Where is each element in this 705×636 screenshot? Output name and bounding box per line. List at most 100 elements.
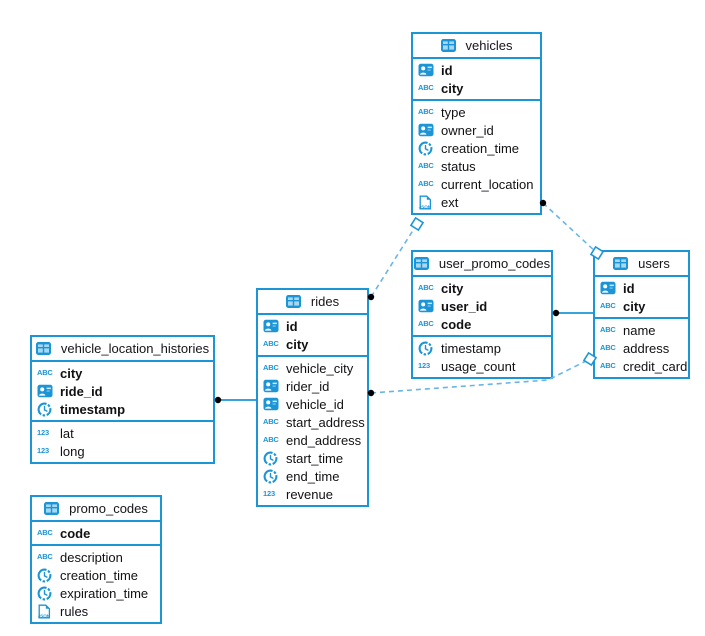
field-name: credit_card xyxy=(623,358,688,374)
field-name: code xyxy=(441,316,472,332)
relationship-vehicle_location_histories-rides xyxy=(214,396,257,404)
field-name: id xyxy=(441,62,453,78)
field-start_time[interactable]: start_time xyxy=(258,449,367,467)
table-header[interactable]: rides xyxy=(258,290,367,315)
field-creation_time[interactable]: creation_time xyxy=(32,566,160,584)
field-name: long xyxy=(60,443,85,459)
field-name: rider_id xyxy=(286,378,330,394)
table-header[interactable]: promo_codes xyxy=(32,497,160,522)
string-type-icon: ABC xyxy=(600,301,616,310)
string-type-icon: ABC xyxy=(263,363,279,372)
field-expiration_time[interactable]: expiration_time xyxy=(32,584,160,602)
field-ride_id[interactable]: ride_id xyxy=(32,382,213,400)
field-name: address xyxy=(623,340,670,356)
field-name: owner_id xyxy=(441,122,494,138)
field-name: timestamp xyxy=(60,401,126,417)
string-type-icon: ABC xyxy=(600,343,616,352)
field-address[interactable]: ABC address xyxy=(595,339,688,357)
field-name: description xyxy=(60,549,123,565)
field-creation_time[interactable]: creation_time xyxy=(413,139,540,157)
table-header[interactable]: user_promo_codes xyxy=(413,252,551,277)
string-type-icon: ABC xyxy=(418,107,434,116)
field-name: city xyxy=(441,80,464,96)
table-icon xyxy=(285,295,306,308)
section-divider xyxy=(413,335,551,337)
table-name: promo_codes xyxy=(69,501,148,516)
field-id[interactable]: id xyxy=(595,279,688,297)
field-user_id[interactable]: user_id xyxy=(413,297,551,315)
timestamp-type-icon xyxy=(37,568,56,583)
id-badge-icon xyxy=(263,397,282,411)
table-icon xyxy=(440,39,461,52)
id-badge-icon xyxy=(418,299,437,313)
table-header[interactable]: users xyxy=(595,252,688,277)
number-type-icon: 123 xyxy=(37,428,49,437)
table-icon xyxy=(44,502,64,515)
field-current_location[interactable]: ABC current_location xyxy=(413,175,540,193)
field-name: current_location xyxy=(441,176,534,192)
field-rider_id[interactable]: rider_id xyxy=(258,377,367,395)
string-type-icon: ABC xyxy=(418,283,434,292)
field-owner_id[interactable]: owner_id xyxy=(413,121,540,139)
field-timestamp[interactable]: timestamp xyxy=(413,339,551,357)
field-id[interactable]: id xyxy=(413,61,540,79)
field-name: user_id xyxy=(441,298,488,314)
table-name: vehicles xyxy=(465,38,513,53)
field-name: name xyxy=(623,322,656,338)
section-divider xyxy=(258,355,367,357)
timestamp-type-icon xyxy=(263,469,282,484)
field-end_time[interactable]: end_time xyxy=(258,467,367,485)
field-timestamp[interactable]: timestamp xyxy=(32,400,213,418)
table-name: user_promo_codes xyxy=(438,256,551,271)
field-id[interactable]: id xyxy=(258,317,367,335)
string-type-icon: ABC xyxy=(418,179,434,188)
relationship-dot-marker xyxy=(552,309,560,317)
field-name: start_address xyxy=(286,414,365,430)
table-icon xyxy=(613,257,633,270)
table-header[interactable]: vehicles xyxy=(413,34,540,59)
field-name: creation_time xyxy=(441,140,520,156)
field-name: id xyxy=(286,318,298,334)
field-vehicle_id[interactable]: vehicle_id xyxy=(258,395,367,413)
field-name: status xyxy=(441,158,476,174)
timestamp-type-icon xyxy=(418,341,437,356)
field-name: id xyxy=(623,280,635,296)
table-icon xyxy=(413,257,434,270)
table-header[interactable]: vehicle_location_histories xyxy=(32,337,213,362)
timestamp-type-icon xyxy=(37,586,56,601)
